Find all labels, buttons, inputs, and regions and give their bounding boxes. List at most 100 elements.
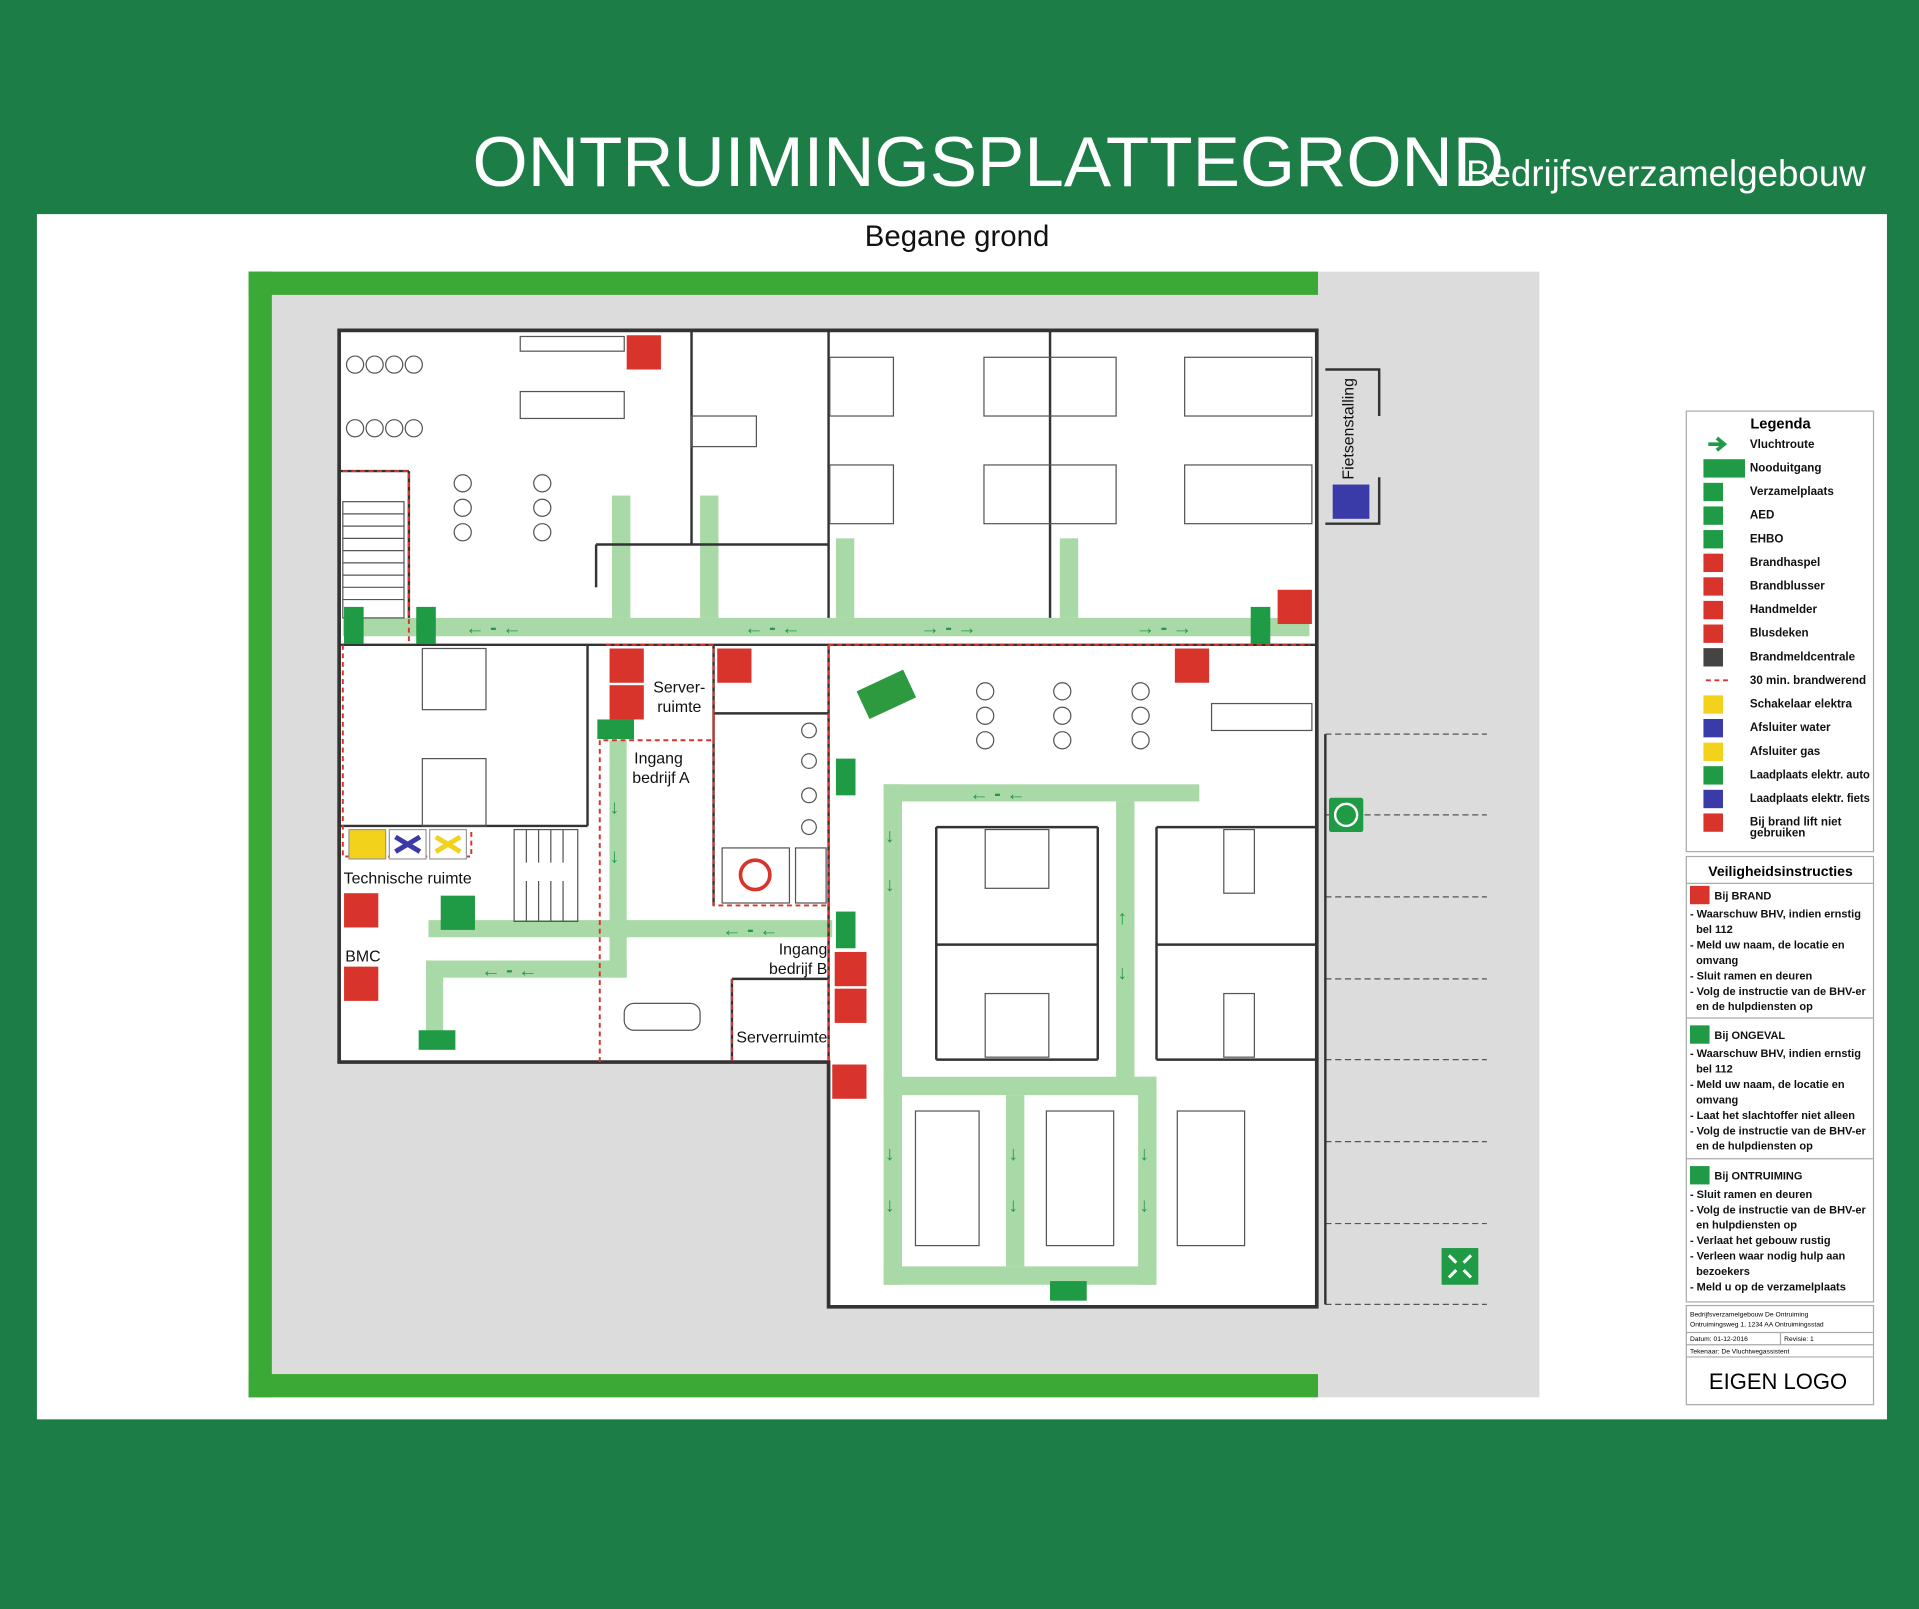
escape-arrows: ← - ←← - ← → - →→ - → ← - ←← - ← ← - ← ↓… bbox=[465, 617, 1192, 1217]
legend-label: AED bbox=[1750, 509, 1775, 522]
svg-text:↓: ↓ bbox=[885, 825, 895, 847]
legend: Legenda VluchtrouteNooduitgangVerzamelpl… bbox=[1685, 410, 1875, 853]
instruction-section: Bij BRAND- Waarschuw BHV, indien ernstig… bbox=[1689, 885, 1867, 1013]
site-boundary bbox=[248, 271, 1319, 1398]
parking-lines bbox=[1324, 733, 1487, 1305]
chairs bbox=[345, 355, 1150, 836]
legend-label: Blusdeken bbox=[1750, 627, 1809, 640]
legend-label: Afsluiter gas bbox=[1750, 745, 1820, 758]
emergency-exit-signs bbox=[344, 606, 1271, 1301]
legend-label: Nooduitgang bbox=[1750, 461, 1822, 474]
titleblock-line1: Bedrijfsverzamelgebouw De Ontruiming bbox=[1690, 1312, 1809, 1319]
electric-switch-icon bbox=[1703, 695, 1724, 714]
instruction-line: - Verleen waar nodig hulp aan bbox=[1690, 1251, 1846, 1263]
room-label: bedrijf B bbox=[769, 961, 827, 978]
svg-text:↓: ↓ bbox=[1008, 1194, 1018, 1216]
assembly-point-icon bbox=[1689, 1166, 1710, 1185]
instruction-line: omvang bbox=[1690, 1094, 1738, 1106]
legend-label: Laadplaats elektr. auto bbox=[1750, 768, 1870, 781]
legend-item: Afsluiter water bbox=[1703, 718, 1831, 738]
svg-text:↓: ↓ bbox=[610, 846, 620, 868]
svg-text:→ - →: → - → bbox=[920, 617, 977, 639]
legend-title: Legenda bbox=[1750, 416, 1811, 432]
svg-text:← - ←: ← - ← bbox=[969, 783, 1026, 805]
legend-item: Brandmeldcentrale bbox=[1703, 648, 1856, 667]
svg-text:↓: ↓ bbox=[1139, 1194, 1149, 1216]
room-label: BMC bbox=[345, 949, 380, 966]
fire-extinguisher-icon bbox=[1703, 577, 1724, 596]
legend-label: Afsluiter water bbox=[1750, 721, 1831, 734]
no-elevator-sign bbox=[738, 858, 772, 892]
fire-equipment-signs bbox=[344, 335, 1312, 1099]
instruction-line: - Waarschuw BHV, indien ernstig bbox=[1690, 1048, 1861, 1060]
svg-text:← - ←: ← - ← bbox=[722, 919, 779, 941]
titleblock-revision: Revisie: 1 bbox=[1784, 1336, 1814, 1343]
bike-shed-label: Fietsenstalling bbox=[1340, 378, 1357, 480]
legend-label: Verzamelplaats bbox=[1750, 485, 1834, 498]
stairs bbox=[342, 501, 579, 922]
legend-item: Brandblusser bbox=[1703, 577, 1825, 596]
floor-name: Begane grond bbox=[865, 220, 1049, 253]
legend-item: Handmelder bbox=[1703, 600, 1818, 620]
instruction-line: bel 112 bbox=[1690, 924, 1733, 936]
instruction-line: - Volg de instructie van de BHV-er bbox=[1690, 1125, 1867, 1137]
legend-label: 30 min. brandwerend bbox=[1750, 674, 1866, 687]
svg-text:← - ←: ← - ← bbox=[465, 617, 522, 639]
legend-label: Vluchtroute bbox=[1750, 438, 1815, 451]
svg-text:↑: ↑ bbox=[1117, 907, 1127, 929]
svg-text:↓: ↓ bbox=[1139, 1143, 1149, 1165]
page-subtitle: Bedrijfsverzamelgebouw bbox=[1466, 153, 1866, 194]
svg-text:← - ←: ← - ← bbox=[481, 959, 538, 981]
legend-label: gebruiken bbox=[1750, 827, 1805, 840]
ev-bike-charging-icon bbox=[1703, 789, 1724, 809]
bike-shed: Fietsenstalling bbox=[1325, 368, 1381, 525]
title-block: Bedrijfsverzamelgebouw De Ontruiming Ont… bbox=[1685, 1304, 1875, 1406]
legend-item: Verzamelplaats bbox=[1703, 482, 1834, 502]
titleblock-drawer: Tekenaar: De Vluchtwegassistent bbox=[1690, 1348, 1789, 1355]
svg-text:← - ←: ← - ← bbox=[744, 617, 801, 639]
legend-label: Brandmeldcentrale bbox=[1750, 650, 1856, 663]
technical-room-signs bbox=[348, 828, 772, 930]
instruction-line: - Meld uw naam, de locatie en bbox=[1690, 940, 1845, 952]
instruction-line: en de hulpdiensten op bbox=[1690, 1001, 1813, 1013]
legend-item: 30 min. brandwerend bbox=[1705, 674, 1866, 687]
escape-routes bbox=[342, 495, 1310, 1285]
legend-label: EHBO bbox=[1750, 532, 1784, 545]
no-elevator-in-fire-icon bbox=[1703, 813, 1724, 832]
instructions-title: Veiligheidsinstructies bbox=[1708, 863, 1853, 879]
aed-sign bbox=[440, 895, 475, 930]
fire-alarm-panel-icon bbox=[1703, 648, 1724, 667]
legend-item: Schakelaar elektra bbox=[1703, 695, 1852, 714]
room-label: ruimte bbox=[657, 699, 701, 716]
gas-valve-icon bbox=[1703, 742, 1724, 761]
svg-text:↓: ↓ bbox=[885, 874, 895, 896]
safety-instructions: Veiligheidsinstructies Bij BRAND- Waarsc… bbox=[1685, 855, 1875, 1303]
instruction-line: omvang bbox=[1690, 955, 1738, 967]
fire-blanket-icon bbox=[1703, 624, 1724, 643]
instruction-line: - Sluit ramen en deuren bbox=[1690, 1189, 1813, 1201]
ev-car-charging-sign bbox=[1329, 797, 1364, 833]
legend-item: Laadplaats elektr. auto bbox=[1703, 766, 1870, 785]
fire-alarm-call-point-icon bbox=[1703, 600, 1724, 620]
legend-item: Brandhaspel bbox=[1703, 553, 1820, 573]
fire-icon bbox=[1689, 885, 1710, 905]
instruction-line: bezoekers bbox=[1690, 1266, 1750, 1278]
legend-label: Brandhaspel bbox=[1750, 556, 1820, 569]
legend-label: Handmelder bbox=[1750, 603, 1818, 616]
svg-text:↓: ↓ bbox=[1008, 1143, 1018, 1165]
instruction-heading: Bij ONTRUIMING bbox=[1714, 1171, 1802, 1183]
instruction-line: - Verlaat het gebouw rustig bbox=[1690, 1235, 1831, 1247]
legend-label: Bij brand lift niet bbox=[1750, 816, 1842, 829]
instruction-line: - Meld u op de verzamelplaats bbox=[1690, 1281, 1846, 1293]
legend-item: EHBO bbox=[1703, 530, 1784, 549]
room-label: Technische ruimte bbox=[344, 870, 472, 887]
room-label: bedrijf A bbox=[632, 770, 690, 787]
legend-item: Afsluiter gas bbox=[1703, 742, 1820, 761]
legend-label: Brandblusser bbox=[1750, 580, 1825, 593]
aed-icon bbox=[1703, 506, 1724, 525]
instruction-section: Bij ONGEVAL- Waarschuw BHV, indien ernst… bbox=[1690, 1025, 1867, 1153]
assembly-point-sign bbox=[1441, 1248, 1479, 1285]
page-title: ONTRUIMINGSPLATTEGROND bbox=[473, 123, 1504, 202]
